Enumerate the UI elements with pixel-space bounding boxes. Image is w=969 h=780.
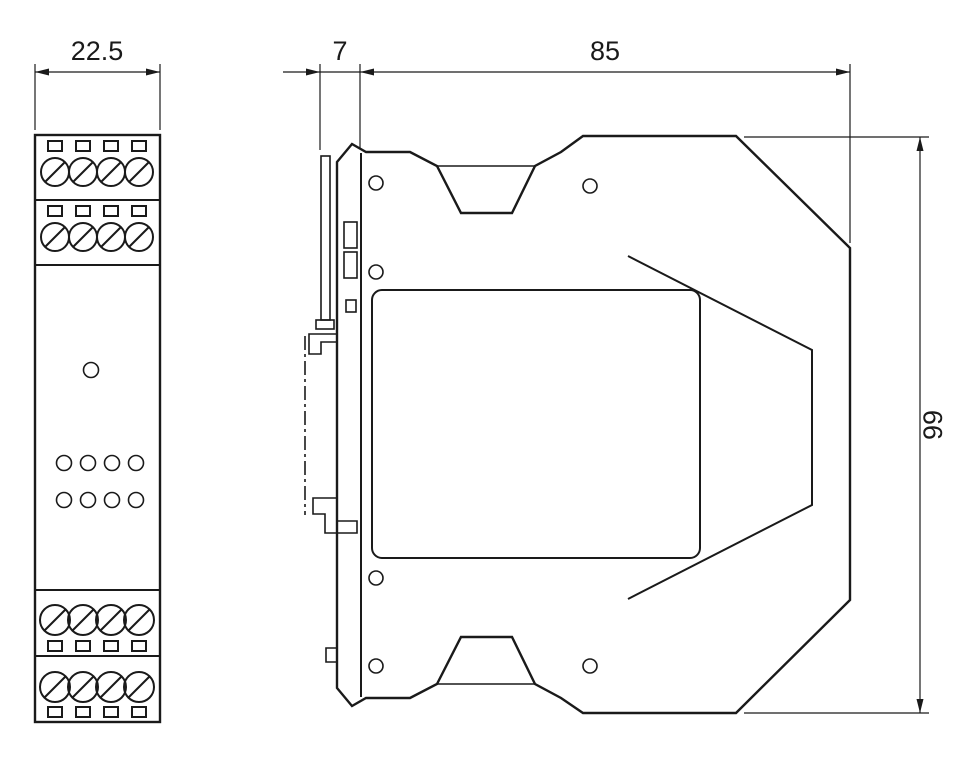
screw-terminal-icon (67, 671, 99, 703)
front-indicators (55, 361, 145, 509)
terminal-row-bottom-2 (39, 671, 155, 718)
side-wedge-lines (627, 255, 813, 600)
screw-terminal-icon (39, 604, 71, 636)
screw-terminal-icon (95, 604, 127, 636)
screw-terminal-icon (95, 671, 127, 703)
side-housing-outline (335, 134, 852, 715)
din-clip-upper-jaw (308, 333, 337, 355)
front-housing-outline (33, 133, 162, 724)
dim-housing-depth: 85 (359, 36, 851, 243)
dim-label-front-offset: 7 (332, 36, 347, 66)
terminal-row-top-1 (40, 140, 154, 187)
din-clip-lower-notch (325, 647, 337, 663)
dim-label-module-width: 22.5 (71, 36, 124, 66)
screw-terminal-icon (124, 222, 154, 252)
dim-module-width: 22.5 (34, 36, 161, 130)
screw-terminal-icon (39, 671, 71, 703)
din-rail-clip (304, 155, 358, 663)
top-hatch-section (435, 165, 537, 214)
front-section-lines (35, 199, 160, 657)
dim-housing-height: 99 (744, 136, 948, 714)
din-clip-latch (312, 497, 358, 534)
terminal-row-top-2 (40, 205, 154, 252)
screw-terminal-icon (123, 604, 155, 636)
dim-label-housing-height: 99 (918, 410, 948, 440)
screw-terminal-icon (124, 157, 154, 187)
led-indicator-icon (82, 361, 100, 379)
screw-terminal-icon (123, 671, 155, 703)
side-inner-panel (371, 289, 701, 559)
screw-terminal-icon (67, 604, 99, 636)
dimensions: 22.5 7 85 99 (34, 36, 948, 714)
front-view (33, 133, 162, 724)
dim-front-offset: 7 (283, 36, 360, 150)
dim-label-housing-depth: 85 (590, 36, 620, 66)
side-screw-holes (368, 175, 598, 674)
terminal-row-bottom-1 (39, 604, 155, 652)
side-view (304, 134, 852, 715)
bottom-hatch-section (435, 636, 537, 685)
